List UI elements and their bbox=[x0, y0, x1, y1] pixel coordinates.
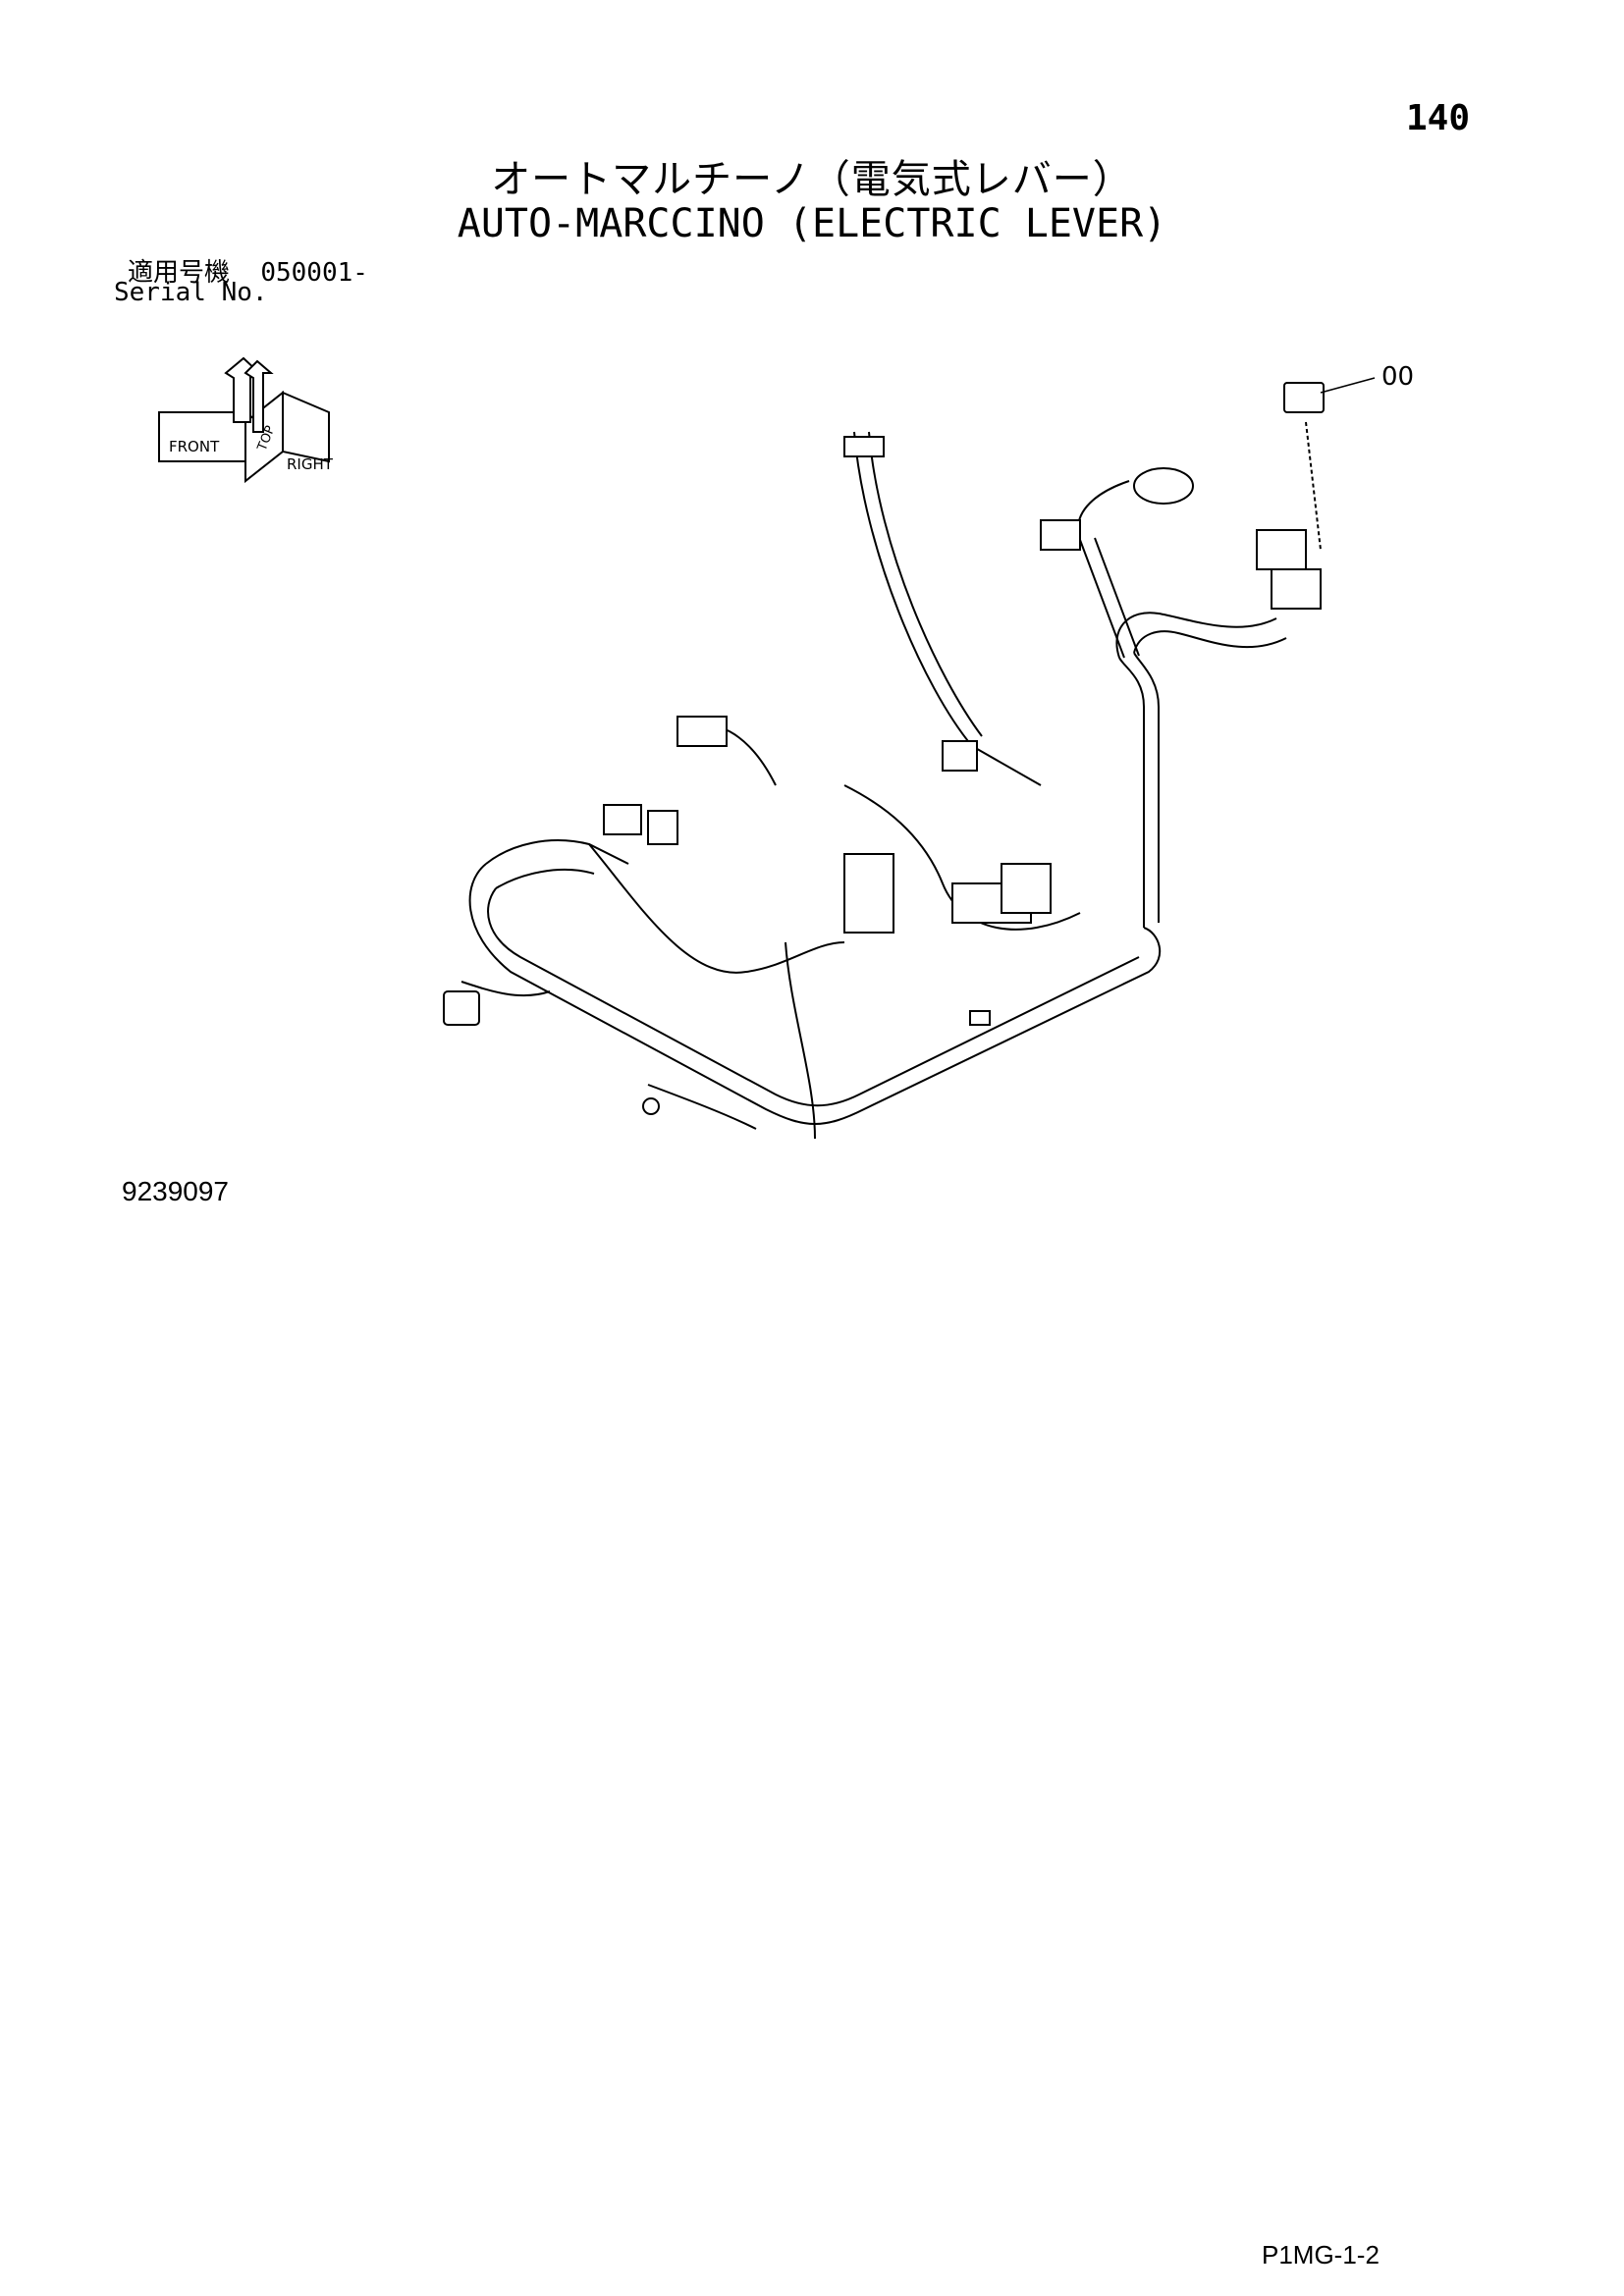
drawing-number: 9239097 bbox=[122, 1176, 230, 1206]
serial-label-jp: 適用号機 050001- bbox=[128, 252, 368, 289]
harness-left-upper bbox=[485, 839, 629, 865]
harness-right-trunk-a bbox=[1118, 657, 1145, 928]
connector-center-right-b bbox=[1001, 863, 1052, 914]
serial-value: 050001- bbox=[260, 258, 368, 288]
page-number: 140 bbox=[1406, 98, 1471, 138]
orientation-indicator: FRONT TOP RIGHT bbox=[158, 356, 334, 484]
harness-left-wire bbox=[588, 843, 845, 974]
connector-top-center bbox=[843, 436, 885, 457]
ground-ring-terminal bbox=[642, 1097, 660, 1115]
harness-plug-wire bbox=[460, 981, 551, 997]
harness-right-branch-inner bbox=[1133, 630, 1287, 654]
connector-mid bbox=[942, 740, 978, 772]
connector-center-block bbox=[843, 853, 894, 934]
serial-label-jp-text: 適用号機 bbox=[128, 258, 231, 288]
part-callout: 00 bbox=[1320, 362, 1414, 394]
sheet-code: P1MG-1-2 bbox=[1262, 2240, 1380, 2269]
harness-main-loop bbox=[460, 421, 1322, 1140]
title-japanese: オートマルチーノ（電気式レバー） bbox=[491, 157, 1133, 202]
rocker-switch bbox=[1283, 382, 1325, 413]
orientation-up-arrow-2 bbox=[244, 359, 274, 433]
connector-switch-block bbox=[1256, 529, 1307, 570]
connector-left-plug bbox=[443, 990, 480, 1026]
title-english: AUTO-MARCCINO (ELECTRIC LEVER) bbox=[457, 201, 1167, 246]
harness-ring-wire bbox=[647, 1084, 757, 1130]
harness-right-branch bbox=[1115, 612, 1277, 659]
connector-switch-block-2 bbox=[1271, 568, 1322, 610]
connector-small-bottom bbox=[969, 1010, 991, 1026]
connector-round bbox=[1133, 467, 1194, 505]
serial-label-en: Serial No. bbox=[114, 278, 268, 307]
harness-upper-right-inner bbox=[1094, 537, 1140, 657]
connector-top-left bbox=[677, 716, 728, 747]
harness-loop-outer bbox=[468, 863, 1162, 1125]
orientation-right-label: RIGHT bbox=[287, 455, 334, 473]
connector-left-2 bbox=[647, 810, 678, 845]
harness-left-upper-inner bbox=[495, 868, 595, 889]
connector-upper-right bbox=[1040, 519, 1081, 551]
harness-drop-wire bbox=[785, 941, 816, 1140]
callout-leader bbox=[1320, 377, 1376, 394]
harness-upper-right bbox=[1077, 480, 1130, 659]
orientation-front-label: FRONT bbox=[169, 438, 220, 455]
harness-right-trunk-b bbox=[1133, 652, 1160, 923]
harness-loop-inner bbox=[487, 887, 1140, 1107]
harness-center-cable-inner bbox=[868, 431, 983, 737]
orientation-right-panel bbox=[282, 391, 330, 463]
connector-left-1 bbox=[603, 804, 642, 835]
connectors bbox=[443, 382, 1325, 1115]
harness-center-cable bbox=[853, 431, 1042, 786]
switch-leader bbox=[1305, 421, 1322, 551]
harness-center-loop bbox=[843, 784, 1081, 931]
callout-label: 00 bbox=[1381, 362, 1414, 392]
